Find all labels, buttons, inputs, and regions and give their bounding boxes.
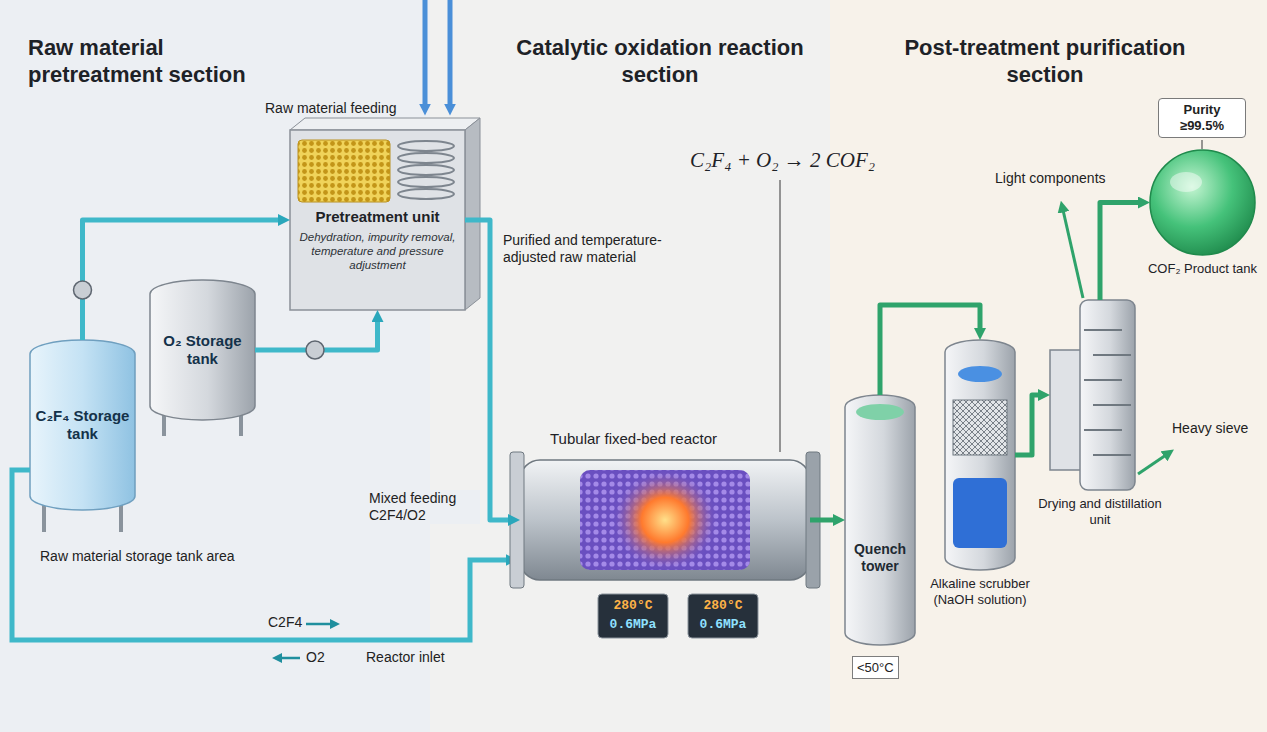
packing-mesh	[953, 400, 1007, 455]
spray-head	[958, 366, 1002, 382]
product-tank: COF₂ Product tank	[1150, 150, 1255, 255]
section-band	[830, 0, 1267, 732]
tower-label: Quench tower	[848, 541, 912, 575]
heating-coil	[398, 141, 454, 199]
temperature-reading: 280°C	[688, 597, 758, 615]
coil-turn	[398, 177, 454, 187]
pipe-connector	[83, 220, 281, 340]
distillation-unit: Drying and distillation unit	[1050, 300, 1150, 490]
pressure-reading: 0.6MPa	[688, 616, 758, 634]
pressure-reading: 0.6MPa	[598, 616, 668, 634]
gauge-display	[598, 594, 668, 638]
flow-arrow	[280, 657, 300, 660]
storage-tank: C₂F₄ Storage tank	[30, 340, 135, 510]
unit-description: Dehydration, impurity removal, temperatu…	[298, 230, 457, 272]
feed-pipe	[423, 0, 428, 106]
quench-tower: Quench tower	[845, 395, 915, 645]
naoh-liquid	[953, 478, 1007, 548]
pipe-connector	[1100, 203, 1140, 301]
pipe-connector	[1015, 395, 1040, 455]
reaction-equation: C₂F₄ + O₂ → 2 COF₂	[690, 148, 875, 173]
storage-tank: O₂ Storage tank	[150, 280, 255, 420]
gauge-display	[688, 594, 758, 638]
adsorbent-bed	[298, 140, 390, 202]
coil-turn	[398, 165, 454, 175]
unit-title: Pretreatment unit	[298, 208, 457, 226]
tank-label: O₂ Storage tank	[154, 332, 251, 368]
process-box: Pretreatment unitDehydration, impurity r…	[290, 130, 465, 310]
coil-turn	[398, 189, 454, 199]
storage-tank	[150, 280, 255, 420]
scrubber-shell	[945, 340, 1015, 570]
pipe-connector	[880, 305, 980, 395]
stream-label: Light components	[995, 170, 1106, 187]
product-sphere	[1150, 150, 1255, 255]
pump-symbol	[306, 341, 324, 359]
purity-callout: Purity ≥99.5%	[1158, 98, 1246, 138]
section-heading: Catalytic oxidation reaction section	[510, 34, 810, 88]
leader-line	[1201, 140, 1202, 149]
stream-label: C2F4	[268, 614, 302, 631]
adsorbent-bed	[298, 140, 390, 202]
catalyst-bed	[580, 470, 750, 570]
reactor-flange	[510, 452, 524, 588]
tower-dome	[856, 404, 904, 420]
storage-tank	[30, 340, 135, 510]
flow-label: Purified and temperature-adjusted raw ma…	[500, 232, 665, 266]
unit-label: Drying and distillation unit	[1030, 496, 1170, 528]
unit-top-face	[290, 118, 480, 130]
flow-arrow	[1138, 455, 1166, 474]
feed-pipe	[12, 470, 508, 640]
reactor-vessel: Tubular fixed-bed reactor	[520, 460, 810, 580]
distillation-column	[1080, 300, 1135, 490]
reactor-heading: Tubular fixed-bed reactor	[550, 430, 717, 448]
flow-arrow	[306, 623, 332, 626]
scrubber-tower: Alkaline scrubber (NaOH solution)	[945, 340, 1015, 570]
inlet-label: Reactor inlet	[366, 649, 445, 666]
tank-label: C₂F₄ Storage tank	[34, 407, 131, 443]
unit-side-face	[465, 118, 480, 310]
leader-line	[779, 180, 780, 452]
column-trays	[1084, 330, 1131, 455]
packing-mesh	[953, 400, 1007, 455]
section-heading: Raw material pretreatment section	[28, 34, 298, 88]
flow-label: Mixed feeding C2F4/O2	[366, 490, 480, 524]
stream-label: O2	[306, 649, 325, 666]
feed-pipe	[448, 0, 453, 106]
coil-turn	[398, 153, 454, 163]
sphere-highlight	[1170, 172, 1202, 192]
coil-turn	[398, 141, 454, 151]
section-band	[0, 0, 430, 732]
catalyst-bed	[580, 470, 750, 570]
pipe-connector	[810, 518, 835, 523]
section-heading: Post-treatment purification section	[900, 34, 1190, 88]
scrubber-label: Alkaline scrubber (NaOH solution)	[920, 576, 1040, 608]
flow-label: Raw material feeding	[262, 100, 400, 117]
stream-label: Heavy sieve	[1172, 420, 1248, 437]
flow-arrow	[1063, 210, 1083, 298]
reactor-shell	[520, 460, 810, 580]
temperature-tag: <50°C	[852, 656, 899, 679]
area-label: Raw material storage tank area	[40, 548, 235, 565]
quench-tower	[845, 395, 915, 645]
section-band	[430, 0, 830, 732]
pump-symbol	[74, 281, 92, 299]
hot-zone	[613, 470, 717, 570]
temperature-reading: 280°C	[598, 597, 668, 615]
pretreatment-box	[290, 130, 465, 310]
tank-label: COF₂ Product tank	[1148, 261, 1258, 277]
